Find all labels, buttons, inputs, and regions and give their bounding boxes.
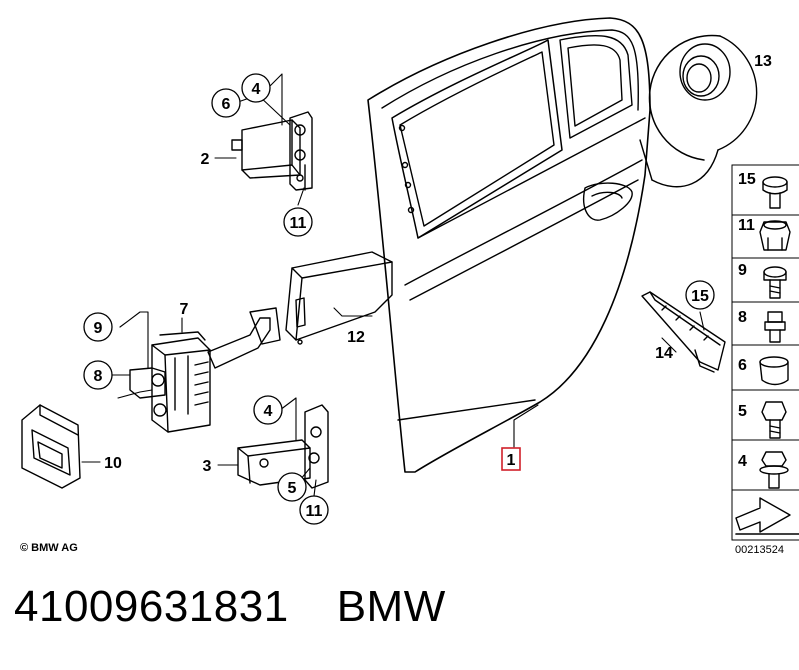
legend-stud-8 bbox=[764, 311, 786, 343]
legend-clip-6 bbox=[759, 356, 789, 386]
callout-9: 9 bbox=[94, 320, 103, 337]
callout-12: 12 bbox=[347, 329, 365, 346]
legend-label-11: 11 bbox=[738, 217, 755, 234]
callout-11-lower: 11 bbox=[306, 503, 323, 520]
fastener-legend-frame bbox=[731, 164, 799, 541]
corner-arrow-icon bbox=[735, 497, 799, 535]
legend-screw-5 bbox=[761, 401, 787, 439]
rear-door bbox=[367, 17, 651, 473]
callout-5: 5 bbox=[288, 480, 297, 497]
rubber-buffer bbox=[21, 404, 81, 489]
document-number: 00213524 bbox=[735, 544, 784, 556]
door-bracket bbox=[285, 251, 393, 345]
brand-name: BMW bbox=[336, 582, 446, 631]
legend-nut-11 bbox=[759, 220, 791, 251]
legend-label-9: 9 bbox=[738, 262, 747, 279]
callout-6: 6 bbox=[222, 96, 231, 113]
copyright-notice: © BMW AG bbox=[20, 542, 78, 554]
callout-1: 1 bbox=[507, 452, 516, 469]
legend-bolt-9 bbox=[763, 266, 787, 299]
callout-1-highlight bbox=[501, 447, 521, 471]
legend-label-6: 6 bbox=[738, 357, 747, 374]
legend-bolt-4 bbox=[759, 451, 789, 489]
callout-4-lower: 4 bbox=[264, 403, 273, 420]
part-caption: 41009631831 BMW bbox=[14, 582, 446, 632]
legend-label-15: 15 bbox=[738, 171, 756, 188]
callout-8: 8 bbox=[94, 368, 103, 385]
callout-7: 7 bbox=[180, 301, 189, 318]
callout-10: 10 bbox=[104, 455, 122, 472]
callout-3: 3 bbox=[203, 458, 212, 475]
legend-label-8: 8 bbox=[738, 309, 747, 326]
upper-hinge bbox=[231, 111, 313, 191]
legend-label-4: 4 bbox=[738, 453, 747, 470]
legend-screw-15 bbox=[762, 176, 788, 209]
leader-lines bbox=[81, 73, 705, 497]
legend-label-5: 5 bbox=[738, 403, 747, 420]
callout-4-upper: 4 bbox=[252, 81, 261, 98]
callout-11-upper: 11 bbox=[290, 215, 307, 232]
callout-15: 15 bbox=[691, 288, 709, 305]
reinforcement-rail bbox=[641, 291, 726, 373]
callout-13: 13 bbox=[754, 53, 772, 70]
parts-diagram: 6 4 11 9 8 4 5 11 15 2 7 10 3 12 13 14 1… bbox=[21, 17, 799, 541]
detail-circle-grommet bbox=[639, 34, 758, 188]
door-check bbox=[129, 307, 281, 433]
callout-14: 14 bbox=[655, 345, 673, 362]
lower-hinge bbox=[237, 404, 329, 489]
callout-2: 2 bbox=[201, 151, 210, 168]
part-number: 41009631831 bbox=[14, 582, 289, 631]
